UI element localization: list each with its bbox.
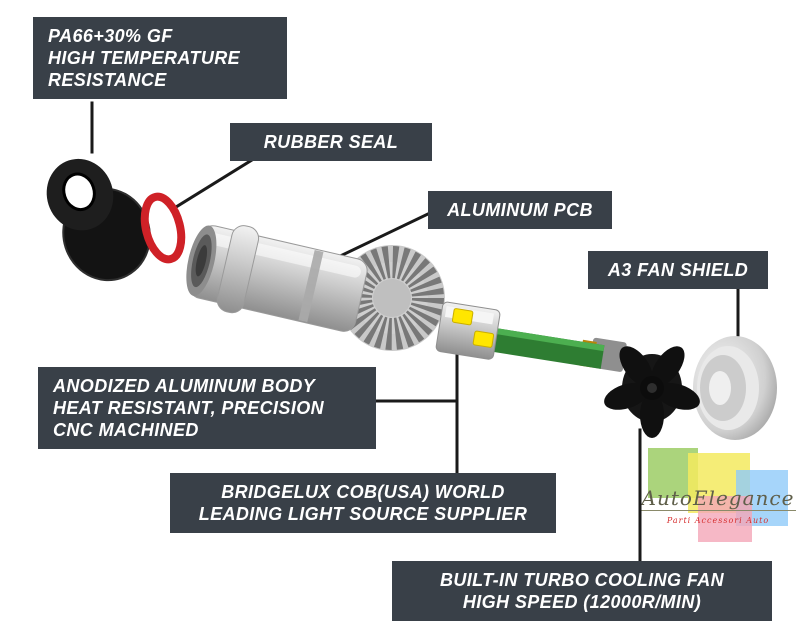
rubber-grommet — [46, 158, 151, 282]
led-pcb-strip — [435, 301, 627, 372]
logo-pink-square — [698, 496, 752, 542]
callout-turbo-cooling-fan: BUILT-IN TURBO COOLING FAN HIGH SPEED (1… — [392, 561, 772, 621]
callout-anodized-body: ANODIZED ALUMINUM BODY HEAT RESISTANT, P… — [38, 367, 376, 449]
brand-tagline: Parti Accessori Auto — [666, 516, 770, 525]
callout-rubber-seal: RUBBER SEAL — [230, 123, 432, 161]
callout-a3-fan-shield: A3 FAN SHIELD — [588, 251, 768, 289]
callout-pa66-high-temp: PA66+30% GF HIGH TEMPERATURE RESISTANCE — [33, 17, 287, 99]
brand-watermark: AutoElegance Parti Accessori Auto — [640, 440, 796, 550]
aluminum-body — [186, 225, 368, 332]
fan-shield-cup — [693, 336, 777, 440]
brand-name: AutoElegance — [640, 486, 796, 511]
rubber-seal-oring — [140, 192, 186, 264]
leader-lines — [90, 101, 740, 566]
callout-bridgelux-cob: BRIDGELUX COB(USA) WORLD LEADING LIGHT S… — [170, 473, 556, 533]
cooling-fan — [604, 346, 700, 438]
callout-aluminum-pcb: ALUMINUM PCB — [428, 191, 612, 229]
